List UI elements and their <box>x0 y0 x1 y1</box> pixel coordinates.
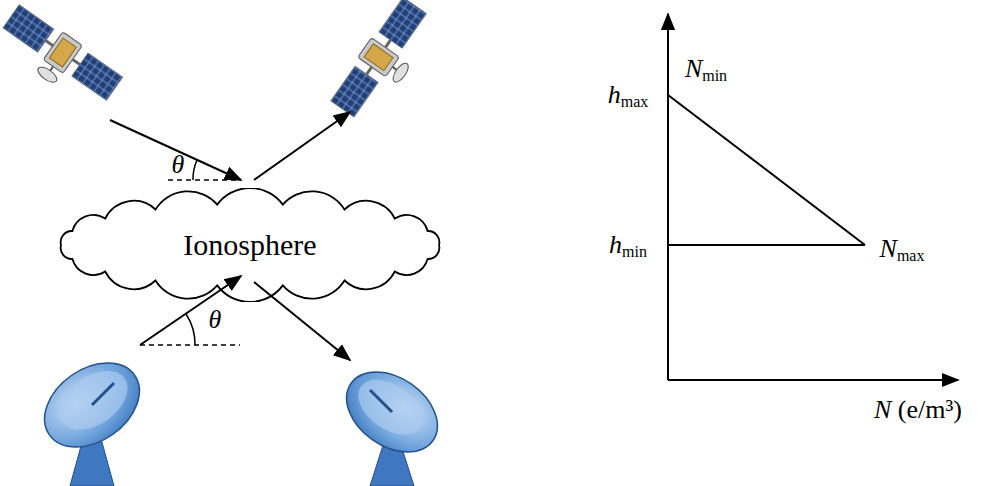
angle-label: θ <box>209 307 222 333</box>
signal-rays <box>110 112 350 360</box>
axis-label: Nmax <box>880 236 925 265</box>
angle-label: θ <box>172 152 185 178</box>
axis-label: hmin <box>609 232 647 261</box>
axis-label: hmax <box>608 82 649 111</box>
region-label: Ionosphere <box>183 228 316 262</box>
ionosphere-cloud: Ionosphere <box>45 188 455 302</box>
dish-antenna <box>332 355 453 486</box>
dish-antenna <box>29 346 155 486</box>
satellite <box>0 3 124 115</box>
axis-label: Nmin <box>685 56 727 85</box>
satellite <box>329 0 441 127</box>
axis-label: N (e/m³) <box>874 397 962 423</box>
profile-graph <box>668 14 958 380</box>
